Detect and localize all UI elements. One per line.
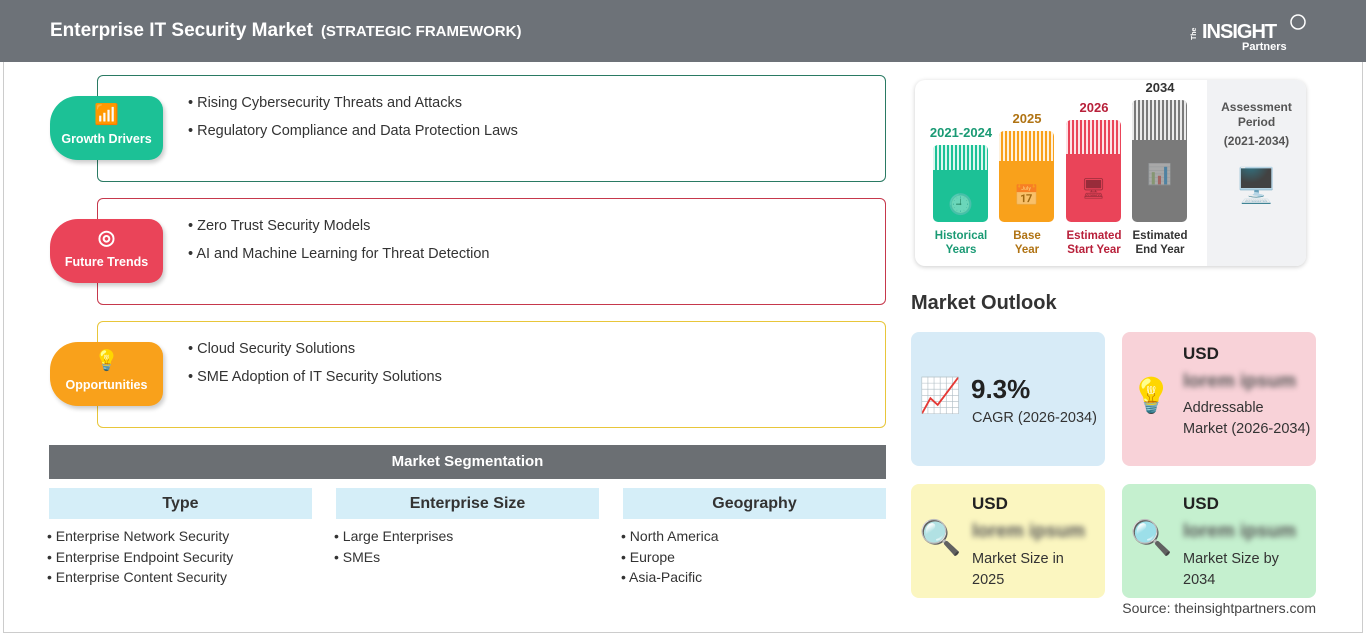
segment-header-type: Type: [49, 488, 312, 519]
list-item: • Enterprise Endpoint Security: [47, 548, 234, 565]
header-bar: [0, 0, 1366, 62]
list-item: • Cloud Security Solutions: [188, 341, 356, 357]
timeline-year: 2021-2024: [929, 125, 993, 140]
size-2034-label: Market Size by 2034: [1183, 551, 1279, 588]
list-item: • Asia-Pacific: [621, 569, 703, 585]
list-item: • North America: [621, 528, 719, 544]
growth-drivers-badge: 📶Growth Drivers: [50, 96, 163, 160]
svg-text:The: The: [1191, 27, 1198, 40]
timeline-bar: 📊: [1132, 100, 1187, 222]
timeline-bar: 🕘: [933, 145, 988, 222]
monitor-icon: 🖥: [1080, 177, 1107, 200]
svg-text:INSIGHT: INSIGHT: [1202, 21, 1277, 43]
market-outlook-title: Market Outlook: [911, 292, 1057, 314]
svg-text:Partners: Partners: [1242, 41, 1287, 53]
market-size-2025-card: 🔍 USD lorem ipsum Market Size in 2025: [911, 484, 1105, 598]
currency-label: USD: [972, 494, 1008, 513]
content-frame: [3, 62, 1363, 633]
currency-label: USD: [1183, 344, 1219, 363]
cagr-card: 📈 9.3% CAGR (2026-2034): [911, 332, 1105, 466]
blurred-value: lorem ipsum: [1183, 371, 1296, 392]
market-size-2034-card: 🔍 USD lorem ipsum Market Size by 2034: [1122, 484, 1316, 598]
growth-drivers-box: • Rising Cybersecurity Threats and Attac…: [97, 75, 886, 182]
opportunities-box: • Cloud Security Solutions • SME Adoption…: [97, 321, 886, 428]
future-trends-box: • Zero Trust Security Models • AI and Mac…: [97, 198, 886, 305]
segment-list-size: • Large Enterprises • SMEs: [334, 526, 453, 567]
history-icon: 🕘: [948, 194, 973, 217]
list-item: • Zero Trust Security Models: [188, 218, 371, 234]
currency-label: USD: [1183, 494, 1219, 513]
segment-header-enterprise-size: Enterprise Size: [336, 488, 599, 519]
page-title: Enterprise IT Security Market (STRATEGIC …: [50, 20, 521, 42]
future-trends-badge: ◎Future Trends: [50, 219, 163, 283]
list-item: • Europe: [621, 548, 675, 565]
list-item: • SME Adoption of IT Security Solutions: [188, 369, 442, 385]
timeline-year: 2025: [1012, 111, 1042, 126]
list-item: • Large Enterprises: [334, 528, 454, 544]
addressable-market-card: 💡 USD lorem ipsum Addressable Market (20…: [1122, 332, 1316, 466]
segment-header-geography: Geography: [623, 488, 886, 519]
list-item: • AI and Machine Learning for Threat Det…: [188, 246, 490, 262]
list-item: • Rising Cybersecurity Threats and Attac…: [188, 95, 462, 111]
lightbulb-dollar-icon: 💡: [1130, 377, 1173, 415]
cagr-value: 9.3%: [971, 374, 1031, 404]
segment-list-geography: • North America • Europe • Asia-Pacific: [621, 526, 719, 588]
segment-list-type: • Enterprise Network Security • Enterpris…: [47, 526, 233, 588]
cagr-label: CAGR (2026-2034): [972, 410, 1097, 426]
list-item: • Enterprise Content Security: [47, 569, 227, 585]
blurred-value: lorem ipsum: [972, 521, 1085, 542]
magnifier-chart-icon: 🔍: [919, 519, 962, 557]
target-icon: ◎: [97, 227, 116, 249]
timeline-bar: 🖥: [1066, 120, 1121, 222]
presentation-icon: 📊: [1147, 164, 1172, 187]
segmentation-title: Market Segmentation: [49, 445, 886, 479]
size-2025-label: Market Size in 2025: [972, 551, 1064, 588]
timeline-bar: 📅: [999, 131, 1054, 222]
subtitle-text: (STRATEGIC FRAMEWORK): [320, 23, 522, 40]
assessment-period: Assessment Period(2021-2034)🖥️: [1207, 80, 1306, 266]
source-text: Source: theinsightpartners.com: [1122, 600, 1316, 616]
magnifier-chart-icon: 🔍: [1130, 519, 1173, 557]
timeline-year: 2026: [1079, 100, 1109, 115]
list-item: • SMEs: [334, 548, 381, 565]
title-text: Enterprise IT Security Market: [50, 20, 313, 41]
lightbulb-hand-icon: 💡: [94, 350, 119, 372]
chart-growth-icon: 📶: [94, 104, 119, 126]
list-item: • Enterprise Network Security: [47, 528, 230, 544]
analytics-illustration-icon: 🖥️: [1235, 167, 1278, 205]
calendar-icon: 📅: [1014, 185, 1039, 208]
growth-chart-icon: 📈: [919, 377, 962, 415]
timeline-year: 2034: [1145, 80, 1175, 95]
list-item: • Regulatory Compliance and Data Protect…: [188, 123, 518, 139]
addressable-label: Addressable Market (2026-2034): [1183, 400, 1311, 437]
opportunities-badge: 💡Opportunities: [50, 342, 163, 406]
blurred-value: lorem ipsum: [1183, 521, 1296, 542]
